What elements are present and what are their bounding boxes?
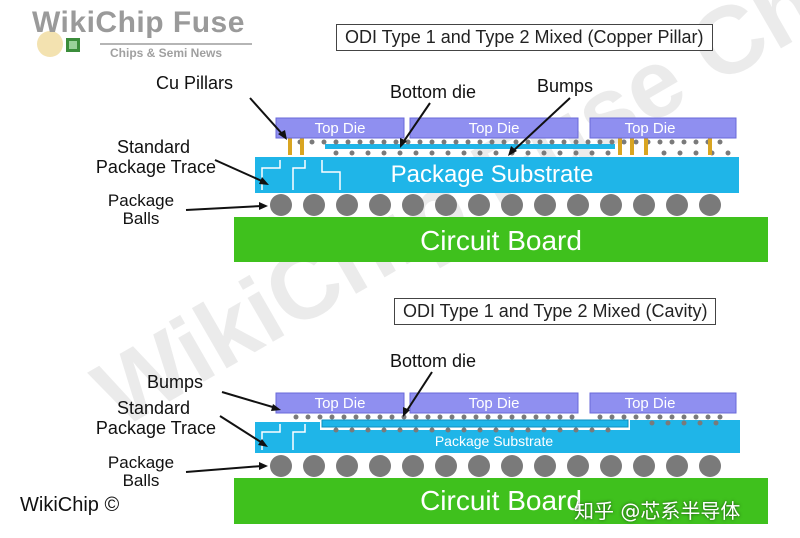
callout-arrows [185,97,571,211]
logo-title: WikiChip Fuse [32,6,245,39]
label-bottom-die-top: Bottom die [390,82,477,102]
top-die-3 [589,117,737,139]
package-substrate-label: Package Substrate [435,433,554,449]
label-balls-top-line1: Package [107,191,175,210]
label-trace-top-line1: Standard [116,137,190,157]
copyright-text: WikiChip © [20,494,120,516]
top-die-1-label: Top Die [315,395,366,412]
circuit-board-label: Circuit Board [420,485,582,516]
logo-chip-icon [37,31,80,57]
label-trace-bottom-line2: Package Trace [95,418,216,438]
package-substrate-label: Package Substrate [391,161,594,188]
bumps-row [293,414,723,433]
top-die-2-label: Top Die [469,395,520,412]
label-cu-pillars: Cu Pillars [156,73,234,93]
diagram-bottom: Circuit Board Package Substrate [185,371,768,524]
arrow-heads [259,130,517,210]
top-die-3-label: Top Die [625,395,676,412]
package-substrate [255,157,739,193]
label-trace-top-line2: Package Trace [95,157,216,177]
label-balls-top-line2: Balls [122,209,160,228]
label-trace-top: Standard Package Trace [74,137,216,177]
label-balls-bottom-line1: Package [107,453,175,472]
top-die-3-label: Top Die [625,120,676,137]
label-bumps-bottom: Bumps [147,372,204,392]
label-balls-bottom-line2: Balls [122,471,160,490]
circuit-board-label: Circuit Board [420,225,582,256]
top-die-2 [409,392,579,414]
diagram-bottom-title: ODI Type 1 and Type 2 Mixed (Cavity) [394,298,717,325]
top-die-2 [409,117,579,139]
bottom-die [325,144,615,149]
logo-divider [100,43,252,45]
bumps-row [297,139,731,156]
label-balls-top: Package Balls [100,192,182,228]
circuit-board [234,217,768,262]
callout-arrows [185,371,433,473]
top-die-3 [589,392,737,414]
label-trace-bottom: Standard Package Trace [74,398,216,438]
top-die-2-label: Top Die [469,120,520,137]
diagram-top: Circuit Board Package Substrate [185,97,768,262]
top-die-1 [275,392,405,414]
label-balls-bottom: Package Balls [100,454,182,490]
package-balls [270,455,721,477]
label-bottom-die-bottom: Bottom die [390,351,477,371]
package-balls [270,194,721,216]
cu-pillars [288,138,712,155]
label-bumps-top: Bumps [537,76,594,96]
package-substrate [255,420,740,453]
arrow-heads [258,404,410,470]
circuit-board [234,478,768,524]
top-die-1-label: Top Die [315,120,366,137]
diagram-top-title: ODI Type 1 and Type 2 Mixed (Copper Pill… [336,24,713,51]
label-trace-bottom-line1: Standard [116,398,190,418]
bottom-die [321,419,629,428]
logo-subtitle: Chips & Semi News [110,46,223,60]
site-watermark: 知乎 @芯系半导体 [574,499,741,523]
